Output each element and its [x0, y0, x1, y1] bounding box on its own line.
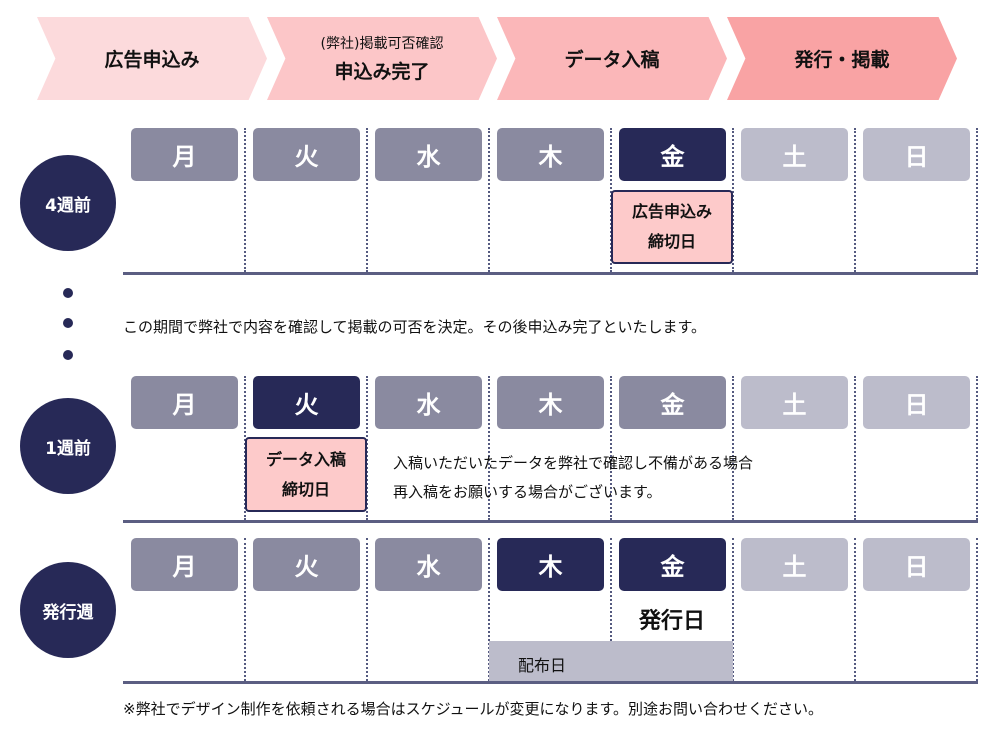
distribution-label: 配布日 — [518, 656, 567, 675]
day-header: 土 — [741, 128, 848, 181]
day-header: 月 — [131, 376, 238, 429]
day-header: 火 — [253, 128, 360, 181]
day-header: 土 — [741, 538, 848, 591]
day-header: 水 — [375, 538, 482, 591]
column-divider — [488, 538, 490, 681]
day-header: 日 — [863, 376, 970, 429]
column-divider — [244, 538, 246, 681]
step-1: 広告申込み — [37, 17, 267, 100]
note-line: 広告申込み — [631, 202, 712, 221]
column-divider — [976, 128, 978, 272]
day-header: 金 — [619, 128, 726, 181]
day-header: 日 — [863, 538, 970, 591]
column-divider — [366, 128, 368, 272]
week-baseline — [123, 681, 978, 684]
step-label: 申込み完了 — [334, 61, 430, 83]
day-header: 月 — [131, 128, 238, 181]
step-2: (弊社)掲載可否確認申込み完了 — [267, 17, 497, 100]
ellipsis-dot — [63, 350, 73, 360]
day-header: 火 — [253, 538, 360, 591]
step-sublabel: (弊社)掲載可否確認 — [320, 36, 444, 52]
note-line: データ入稿 — [265, 449, 346, 469]
step-3: データ入稿 — [497, 17, 727, 100]
column-divider — [488, 376, 490, 520]
comment-line: 再入稿をお願いする場合がございます。 — [393, 483, 662, 501]
column-divider — [610, 376, 612, 520]
step-4: 発行・掲載 — [727, 17, 957, 100]
column-divider — [854, 538, 856, 681]
step-label: データ入稿 — [564, 49, 660, 71]
step-label: 発行・掲載 — [794, 49, 890, 71]
day-header: 水 — [375, 376, 482, 429]
day-header: 水 — [375, 128, 482, 181]
day-header: 金 — [619, 376, 726, 429]
week-baseline — [123, 520, 978, 523]
column-divider — [854, 128, 856, 272]
day-header: 月 — [131, 538, 238, 591]
day-header: 木 — [497, 538, 604, 591]
column-divider — [366, 538, 368, 681]
day-header: 木 — [497, 128, 604, 181]
footer-note: ※弊社でデザイン制作を依頼される場合はスケジュールが変更になります。別途お問い合… — [123, 700, 824, 718]
middle-text: この期間で弊社で内容を確認して掲載の可否を決定。その後申込み完了といたします。 — [123, 318, 707, 336]
column-divider — [488, 128, 490, 272]
column-divider — [732, 128, 734, 272]
column-divider — [610, 538, 612, 681]
note-line: 締切日 — [647, 232, 696, 251]
column-divider — [244, 128, 246, 272]
comment-line: 入稿いただいたデータを弊社で確認し不備がある場合 — [393, 454, 754, 472]
day-header: 木 — [497, 376, 604, 429]
note-line: 締切日 — [281, 479, 330, 499]
column-divider — [732, 376, 734, 520]
step-label: 広告申込み — [104, 49, 200, 71]
day-header: 金 — [619, 538, 726, 591]
day-header: 火 — [253, 376, 360, 429]
deadline-note: データ入稿締切日 — [245, 437, 367, 512]
column-divider — [366, 376, 368, 520]
day-header: 土 — [741, 376, 848, 429]
column-divider — [854, 376, 856, 520]
day-header: 日 — [863, 128, 970, 181]
column-divider — [976, 538, 978, 681]
column-divider — [976, 376, 978, 520]
week-baseline — [123, 272, 978, 275]
week-badge: 1週前 — [20, 398, 116, 494]
week-badge: 発行週 — [20, 562, 116, 658]
ellipsis-dot — [63, 318, 73, 328]
issue-date-label: 発行日 — [638, 609, 705, 634]
deadline-note: 広告申込み締切日 — [611, 190, 733, 264]
week-badge: 4週前 — [20, 155, 116, 251]
ellipsis-dot — [63, 288, 73, 298]
distribution-band — [489, 641, 733, 681]
column-divider — [732, 538, 734, 681]
